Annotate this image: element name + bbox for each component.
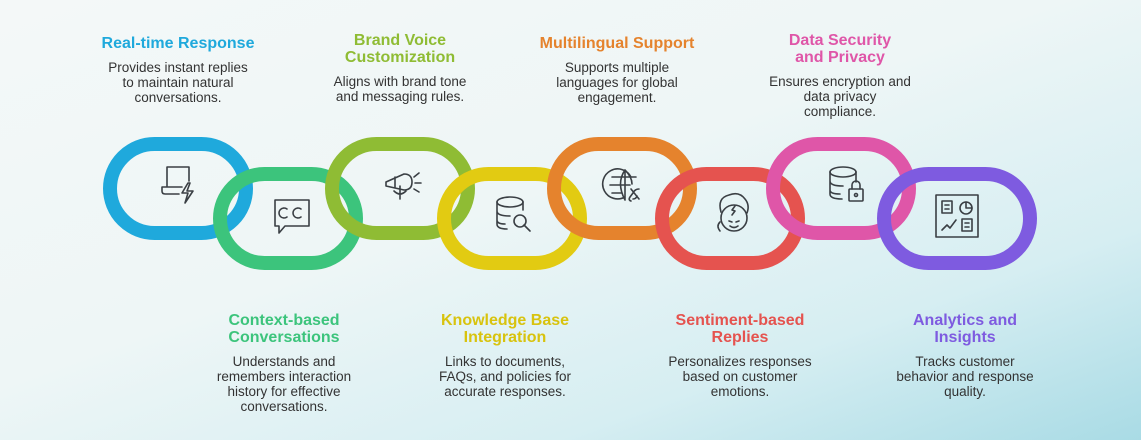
chain-link-3: [325, 137, 475, 240]
feature-description: Supports multiple languages for global e…: [556, 60, 678, 105]
feature-description: Tracks customer behavior and response qu…: [896, 354, 1034, 399]
chain-link-6: [655, 167, 805, 270]
feature-description: Links to documents, FAQs, and policies f…: [438, 354, 572, 399]
globe-link-icon: [601, 168, 640, 202]
feature-description: Ensures encryption and data privacy comp…: [769, 74, 911, 119]
feature-title: Data Security and Privacy: [788, 32, 892, 66]
feature-title: Multilingual Support: [539, 35, 695, 52]
chain-link-5: [547, 137, 697, 240]
feature-title: Analytics and Insights: [912, 312, 1018, 346]
closed-caption-chat-icon: [274, 199, 310, 234]
feature-title: Knowledge Base Integration: [440, 312, 570, 346]
feature-title: Real-time Response: [101, 35, 255, 52]
feature-description: Aligns with brand tone and messaging rul…: [333, 74, 467, 104]
database-search-icon: [496, 196, 531, 232]
feature-description: Personalizes responses based on customer…: [668, 354, 812, 399]
emotion-face-icon: [717, 192, 749, 232]
feature-title: Context-based Conversations: [228, 312, 340, 346]
chain-link-8: [877, 167, 1037, 270]
chain-link-1: [103, 137, 253, 240]
feature-title: Brand Voice Customization: [344, 32, 456, 66]
dashboard-icon: [935, 194, 979, 238]
chain-link-7: [766, 137, 916, 240]
megaphone-icon: [385, 172, 422, 200]
feature-title: Sentiment-based Replies: [675, 312, 805, 346]
chain-link-2: [213, 167, 363, 270]
laptop-lightning-icon: [161, 166, 194, 204]
feature-description: Provides instant replies to maintain nat…: [108, 60, 248, 105]
feature-description: Understands and remembers interaction hi…: [216, 354, 352, 414]
chain-link-4: [437, 167, 587, 270]
database-lock-icon: [829, 166, 864, 202]
